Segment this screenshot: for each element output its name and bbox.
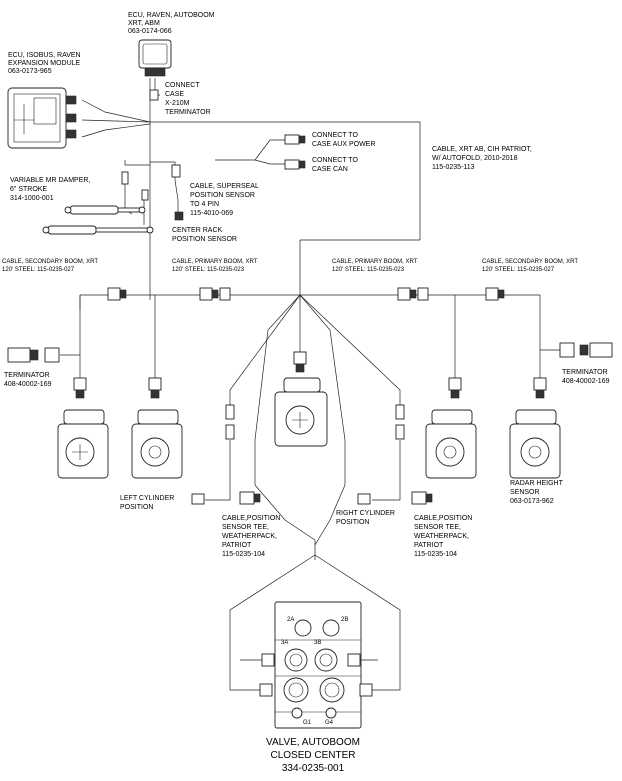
superseal-label-3: TO 4 PIN [190, 201, 219, 208]
cable-xrt-label-2: W/ AUTOFOLD, 2010-2018 [432, 155, 518, 162]
tee-left-label-4: PATRIOT [222, 542, 252, 549]
case-connectors: CONNECT TO CASE AUX POWER CONNECT TO CAS… [284, 132, 375, 173]
ecu-isobus-label-3: 063-0173-965 [8, 68, 52, 75]
port-3b-label: 3B [314, 640, 321, 646]
cable-xrt-label-1: CABLE, XRT AB, CIH PATRIOT, [432, 146, 532, 153]
tee-left-label-2: SENSOR TEE, [222, 524, 269, 531]
ecu-abm-label-3: 063-0174-066 [128, 28, 172, 35]
damper-label-1: VARIABLE MR DAMPER, [10, 177, 90, 184]
valve-label-2: CLOSED CENTER [270, 750, 355, 761]
wiring [60, 78, 560, 691]
superseal-label-2: POSITION SENSOR [190, 192, 255, 199]
aux-power-label-1: CONNECT TO [312, 132, 358, 139]
boom-cable-labels: CABLE, SECONDARY BOOM, XRT 120' STEEL: 1… [2, 259, 578, 273]
terminator-left: TERMINATOR 408-40002-169 [4, 347, 60, 388]
terminator-right: TERMINATOR 408-40002-169 [559, 342, 613, 385]
connect-case-label-2: CASE [165, 91, 184, 98]
sensor-5 [509, 377, 561, 479]
cable-xrt-ab-label: CABLE, XRT AB, CIH PATRIOT, W/ AUTOFOLD,… [432, 146, 532, 171]
radar-label-1: RADAR HEIGHT [510, 480, 564, 487]
port-2b-label: 2B [341, 617, 348, 623]
damper-label-3: 314-1000-001 [10, 195, 54, 202]
damper-label-2: 6" STROKE [10, 186, 47, 193]
center-rack-sensor: CABLE, SUPERSEAL POSITION SENSOR TO 4 PI… [141, 164, 259, 243]
center-rack-label-2: POSITION SENSOR [172, 236, 237, 243]
ecu-abm-label-1: ECU, RAVEN, AUTOBOOM [128, 12, 215, 19]
pri-boom-right-label-1: CABLE, PRIMARY BOOM, XRT [332, 259, 418, 265]
case-can-label-1: CONNECT TO [312, 157, 358, 164]
connect-case-label-4: TERMINATOR [165, 109, 211, 116]
case-can-label-2: CASE CAN [312, 166, 348, 173]
center-rack-label-1: CENTER RACK [172, 227, 223, 234]
superseal-label-4: 115-4010-069 [190, 210, 233, 217]
tee-left-label-1: CABLE,POSITION [222, 515, 280, 522]
sensor-4 [425, 377, 477, 479]
port-3a-label: 3A [281, 640, 288, 646]
term-left-label-2: 408-40002-169 [4, 381, 52, 388]
sec-boom-right-label-2: 120' STEEL: 115-0235-027 [482, 267, 555, 273]
ecu-isobus: ECU, ISOBUS, RAVEN EXPANSION MODULE 063-… [7, 52, 81, 149]
valve-label-3: 334-0235-001 [282, 763, 345, 774]
case-terminator: CONNECT CASE X-210M TERMINATOR [165, 82, 211, 116]
left-cyl-label-2: POSITION [120, 504, 153, 511]
mr-damper: VARIABLE MR DAMPER, 6" STROKE 314-1000-0… [10, 171, 154, 235]
pri-boom-left-label-1: CABLE, PRIMARY BOOM, XRT [172, 259, 258, 265]
sensor-1 [57, 377, 109, 479]
bus-connectors [107, 287, 505, 301]
sec-boom-left-label-2: 120' STEEL: 115-0235-027 [2, 267, 75, 273]
port-g1-label: G1 [303, 720, 312, 726]
sensor-2 [131, 377, 183, 479]
port-g4-label: G4 [325, 720, 334, 726]
autoboom-valve: 2A 2B 3A 3B G1 G4 [259, 601, 373, 729]
superseal-label-1: CABLE, SUPERSEAL [190, 183, 259, 190]
tee-right-label-2: SENSOR TEE, [414, 524, 461, 531]
left-cyl-label-1: LEFT CYLINDER [120, 495, 174, 502]
term-right-label-1: TERMINATOR [562, 369, 608, 376]
tee-right-label-5: 115-0235-104 [414, 551, 457, 558]
term-right-label-2: 408-40002-169 [562, 378, 610, 385]
right-cyl-label-1: RIGHT CYLINDER [336, 510, 395, 517]
valve-label: VALVE, AUTOBOOM CLOSED CENTER 334-0235-0… [266, 737, 360, 774]
sensor-center [274, 351, 328, 447]
pri-boom-right-label-2: 120' STEEL: 115-0235-023 [332, 267, 405, 273]
connect-case-label-3: X-210M [165, 100, 190, 107]
port-2a-label: 2A [287, 617, 294, 623]
tee-right-label-4: PATRIOT [414, 542, 444, 549]
pri-boom-left-label-2: 120' STEEL: 115-0235-023 [172, 267, 245, 273]
ecu-abm-label-2: XRT, ABM [128, 20, 160, 27]
radar-label-2: SENSOR [510, 489, 540, 496]
ecu-isobus-label-2: EXPANSION MODULE [8, 60, 81, 67]
ecu-abm: ECU, RAVEN, AUTOBOOM XRT, ABM 063-0174-0… [128, 12, 215, 101]
tee-right-label-3: WEATHERPACK, [414, 533, 469, 540]
ecu-isobus-label-1: ECU, ISOBUS, RAVEN [8, 52, 81, 59]
tee-connectors [191, 404, 433, 505]
tee-left-label-3: WEATHERPACK, [222, 533, 277, 540]
tee-left-label: CABLE,POSITION SENSOR TEE, WEATHERPACK, … [222, 515, 280, 558]
tee-left-label-5: 115-0235-104 [222, 551, 265, 558]
term-left-label-1: TERMINATOR [4, 372, 50, 379]
tee-right-label: CABLE,POSITION SENSOR TEE, WEATHERPACK, … [414, 515, 472, 558]
sec-boom-left-label-1: CABLE, SECONDARY BOOM, XRT [2, 259, 98, 265]
cable-xrt-label-3: 115-0235-113 [432, 164, 475, 171]
valve-label-1: VALVE, AUTOBOOM [266, 737, 360, 748]
connect-case-label-1: CONNECT [165, 82, 200, 89]
right-cyl-label-2: POSITION [336, 519, 369, 526]
radar-label-3: 063-0173-962 [510, 498, 554, 505]
tee-right-label-1: CABLE,POSITION [414, 515, 472, 522]
aux-power-label-2: CASE AUX POWER [312, 141, 375, 148]
sec-boom-right-label-1: CABLE, SECONDARY BOOM, XRT [482, 259, 578, 265]
